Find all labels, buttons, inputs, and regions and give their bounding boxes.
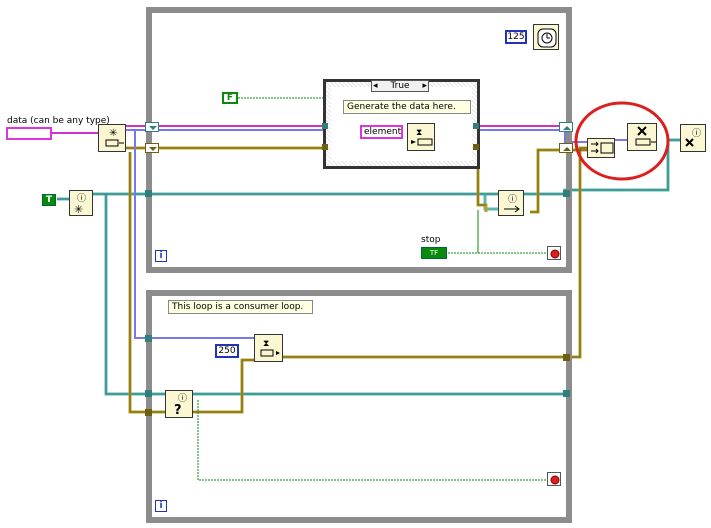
svg-text:⧗: ⧗ <box>416 128 422 138</box>
loop-tunnel <box>145 409 152 416</box>
loop-tunnel <box>145 190 152 197</box>
case-selector-label: True <box>390 81 410 91</box>
flush-queue-icon <box>591 141 614 154</box>
svg-text:✳: ✳ <box>74 203 83 216</box>
producer-while-loop[interactable] <box>146 7 572 273</box>
release-queue-node[interactable] <box>627 123 657 151</box>
release-notifier-node[interactable]: ⓘ <box>680 124 706 152</box>
case-prev-arrow-icon[interactable]: ◂ <box>373 81 378 91</box>
case-next-arrow-icon[interactable]: ▸ <box>422 81 427 91</box>
stop-label: stop <box>421 235 441 245</box>
obtain-notifier-node[interactable]: ⓘ ✳ <box>69 190 93 216</box>
release-queue-icon <box>635 126 656 146</box>
svg-text:ⓘ: ⓘ <box>77 193 86 204</box>
obtain-queue-node[interactable]: ✳ <box>98 124 126 152</box>
case-tunnel <box>473 123 479 129</box>
producer-iteration-terminal: i <box>155 250 167 262</box>
true-constant[interactable]: T <box>42 194 56 206</box>
data-label: data (can be any type) <box>7 116 110 126</box>
false-constant[interactable]: F <box>222 92 238 104</box>
svg-text:ⓘ: ⓘ <box>178 393 187 404</box>
svg-text:ⓘ: ⓘ <box>692 128 701 139</box>
loop-tunnel <box>563 190 570 197</box>
wait-on-notification-node[interactable]: ⓘ ? <box>165 390 193 418</box>
shift-register-right-icon[interactable] <box>559 122 573 132</box>
svg-text:⧗: ⧗ <box>263 339 269 349</box>
producer-stop-condition-icon[interactable] <box>547 246 561 260</box>
boolean-wire <box>197 97 548 481</box>
release-notifier-icon: ⓘ <box>685 128 701 147</box>
wait-notification-icon: ⓘ ? <box>174 393 187 418</box>
wait-clock-icon <box>537 28 557 48</box>
consumer-comment: This loop is a consumer loop. <box>168 300 313 314</box>
enqueue-icon: ⧗ <box>411 128 433 146</box>
loop-tunnel <box>145 390 152 397</box>
flush-queue-node[interactable] <box>587 138 615 158</box>
consumer-iteration-terminal: i <box>155 500 167 512</box>
case-tunnel <box>473 144 479 150</box>
stop-button-terminal[interactable]: TF <box>421 247 447 259</box>
shift-register-left-icon[interactable] <box>145 143 159 153</box>
producer-comment: Generate the data here. <box>343 100 471 114</box>
shift-register-left-icon[interactable] <box>145 122 159 132</box>
loop-tunnel <box>563 354 570 361</box>
dequeue-element-node[interactable]: ⧗ <box>254 334 283 362</box>
send-notification-icon: ⓘ <box>504 194 520 213</box>
highlight-circle <box>574 101 670 181</box>
element-label: element <box>360 125 403 139</box>
dequeue-icon: ⧗ <box>260 339 280 357</box>
case-tunnel <box>322 144 328 150</box>
case-tunnel <box>322 123 328 129</box>
consumer-while-loop[interactable] <box>146 290 572 523</box>
case-structure[interactable] <box>323 79 480 169</box>
enqueue-element-node[interactable]: ⧗ <box>407 123 435 151</box>
shift-register-right-icon[interactable] <box>559 143 573 153</box>
data-control[interactable] <box>6 127 52 140</box>
case-selector[interactable]: ◂ True ▸ <box>371 80 429 92</box>
timeout-constant[interactable]: 250 <box>215 344 239 358</box>
send-notification-node[interactable]: ⓘ <box>498 190 524 216</box>
wait-ms-constant[interactable]: 125 <box>505 30 527 44</box>
svg-text:ⓘ: ⓘ <box>508 194 517 205</box>
obtain-queue-icon: ✳ <box>105 128 124 147</box>
svg-text:✳: ✳ <box>109 128 117 139</box>
loop-tunnel <box>145 335 152 342</box>
notifier-icon: ⓘ ✳ <box>74 193 86 216</box>
loop-tunnel <box>563 390 570 397</box>
consumer-stop-condition-icon[interactable] <box>547 472 561 486</box>
wait-ms-node[interactable] <box>533 24 559 50</box>
svg-text:?: ? <box>174 403 182 418</box>
